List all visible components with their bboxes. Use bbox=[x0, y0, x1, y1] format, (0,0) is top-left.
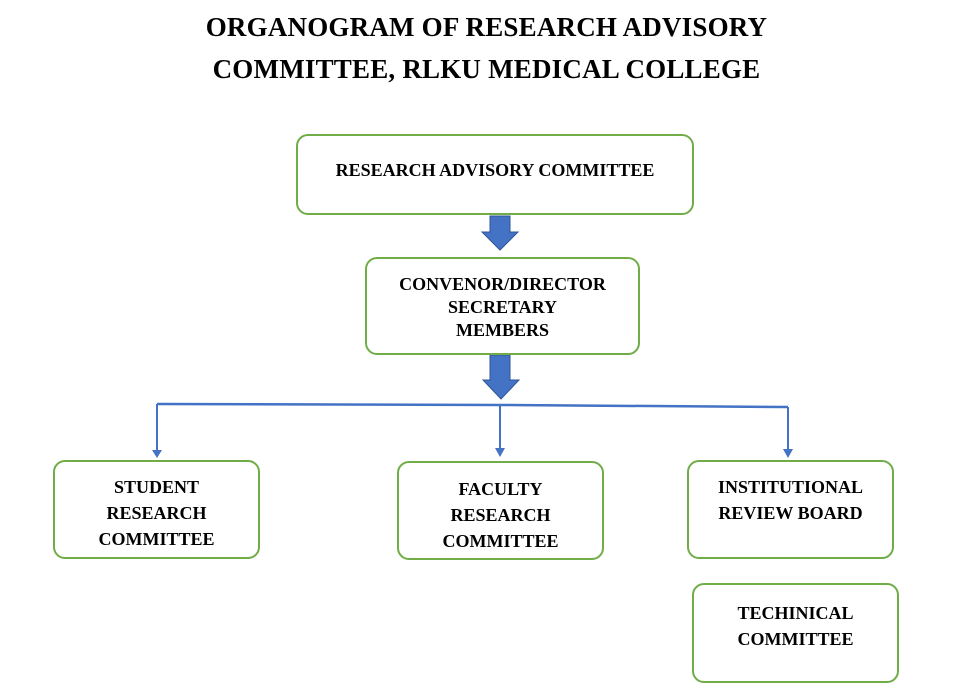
node-line: REVIEW BOARD bbox=[718, 503, 863, 523]
title-line-1: ORGANOGRAM OF RESEARCH ADVISORY bbox=[205, 12, 768, 42]
node-institutional-review-board: INSTITUTIONAL REVIEW BOARD bbox=[687, 460, 894, 559]
block-arrow-down-2 bbox=[481, 354, 521, 400]
node-label: RESEARCH ADVISORY COMMITTEE bbox=[335, 160, 655, 180]
title-line-2: COMMITTEE, RLKU MEDICAL COLLEGE bbox=[212, 54, 761, 84]
block-arrow-down-1 bbox=[480, 215, 520, 251]
node-line: STUDENT bbox=[113, 477, 200, 497]
node-line: COMMITTEE bbox=[442, 531, 559, 551]
node-line: COMMITTEE bbox=[737, 629, 854, 649]
node-line: CONVENOR/DIRECTOR bbox=[399, 274, 606, 294]
node-convenor: CONVENOR/DIRECTOR SECRETARY MEMBERS bbox=[365, 257, 640, 355]
node-line: COMMITTEE bbox=[98, 529, 215, 549]
node-line: RESEARCH bbox=[450, 505, 551, 525]
node-technical-committee: TECHINICAL COMMITTEE bbox=[692, 583, 899, 683]
node-faculty-research-committee: FACULTY RESEARCH COMMITTEE bbox=[397, 461, 604, 560]
arrowhead-student bbox=[152, 450, 162, 458]
node-line: FACULTY bbox=[458, 479, 543, 499]
node-line: INSTITUTIONAL bbox=[717, 477, 864, 497]
node-student-research-committee: STUDENT RESEARCH COMMITTEE bbox=[53, 460, 260, 559]
node-line: SECRETARY bbox=[447, 297, 558, 317]
branch-connector-line bbox=[156, 402, 789, 409]
arrowhead-faculty bbox=[495, 448, 505, 457]
node-line: MEMBERS bbox=[455, 320, 549, 340]
arrowhead-irb bbox=[783, 449, 793, 458]
node-line: TECHINICAL bbox=[737, 603, 854, 623]
node-line: RESEARCH bbox=[106, 503, 207, 523]
node-research-advisory-committee: RESEARCH ADVISORY COMMITTEE bbox=[296, 134, 694, 215]
diagram-title: ORGANOGRAM OF RESEARCH ADVISORY COMMITTE… bbox=[0, 6, 973, 90]
